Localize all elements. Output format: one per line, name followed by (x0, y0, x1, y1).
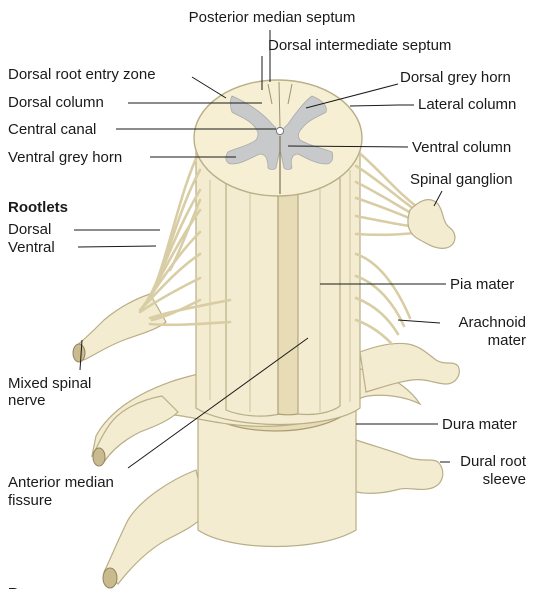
label-dura-mater: Dura mater (442, 416, 517, 433)
label-anterior-median-fissure-2: fissure (8, 492, 52, 509)
label-posterior-median-septum: Posterior median septum (189, 9, 356, 26)
label-dural-root-sleeve-2: sleeve (483, 471, 526, 488)
label-ventral-column: Ventral column (412, 139, 511, 156)
arachnoid-nerve-sleeve-right (360, 343, 459, 392)
label-mixed-spinal-nerve-1: Mixed spinal (8, 375, 91, 392)
panel-letter: B (8, 585, 19, 589)
label-rootlets-ventral: Ventral (8, 239, 55, 256)
dural-root-sleeve-right (356, 440, 443, 493)
label-rootlets-heading: Rootlets (8, 199, 68, 216)
label-central-canal: Central canal (8, 121, 96, 138)
leader-lateral-column (350, 105, 414, 106)
leader-rootlets-ventral (78, 246, 156, 247)
label-dorsal-intermediate-septum: Dorsal intermediate septum (268, 37, 451, 54)
label-anterior-median-fissure-1: Anterior median (8, 474, 114, 491)
label-lateral-column: Lateral column (418, 96, 516, 113)
cord-left-lobe (226, 168, 280, 416)
arachnoid-nerve-sleeve-left (94, 396, 178, 462)
label-dural-root-sleeve-1: Dural root (460, 453, 527, 470)
nerve-cut-end-upper (73, 344, 85, 362)
nerve-cut-end-mid (93, 448, 105, 466)
spinal-ganglion (408, 200, 455, 249)
leader-dorsal-root-entry-zone (192, 77, 226, 98)
label-dorsal-grey-horn: Dorsal grey horn (400, 69, 511, 86)
nerve-cut-end-lower (103, 568, 117, 588)
label-arachnoid-mater-1: Arachnoid (458, 314, 526, 331)
cord-right-lobe (298, 168, 340, 415)
label-arachnoid-mater-2: mater (488, 332, 526, 349)
label-mixed-spinal-nerve-2: nerve (8, 392, 46, 409)
dural-root-sleeve-left-lower (104, 470, 206, 584)
spinal-cord-illustration (73, 80, 459, 588)
label-pia-mater: Pia mater (450, 276, 514, 293)
leader-arachnoid-mater (398, 320, 440, 323)
cord-anterior-fissure-shadow (278, 170, 298, 415)
central-canal (276, 127, 283, 134)
label-rootlets-dorsal: Dorsal (8, 221, 51, 238)
label-dorsal-column: Dorsal column (8, 94, 104, 111)
label-dorsal-root-entry-zone: Dorsal root entry zone (8, 66, 156, 83)
label-spinal-ganglion: Spinal ganglion (410, 171, 513, 188)
label-ventral-grey-horn: Ventral grey horn (8, 149, 122, 166)
